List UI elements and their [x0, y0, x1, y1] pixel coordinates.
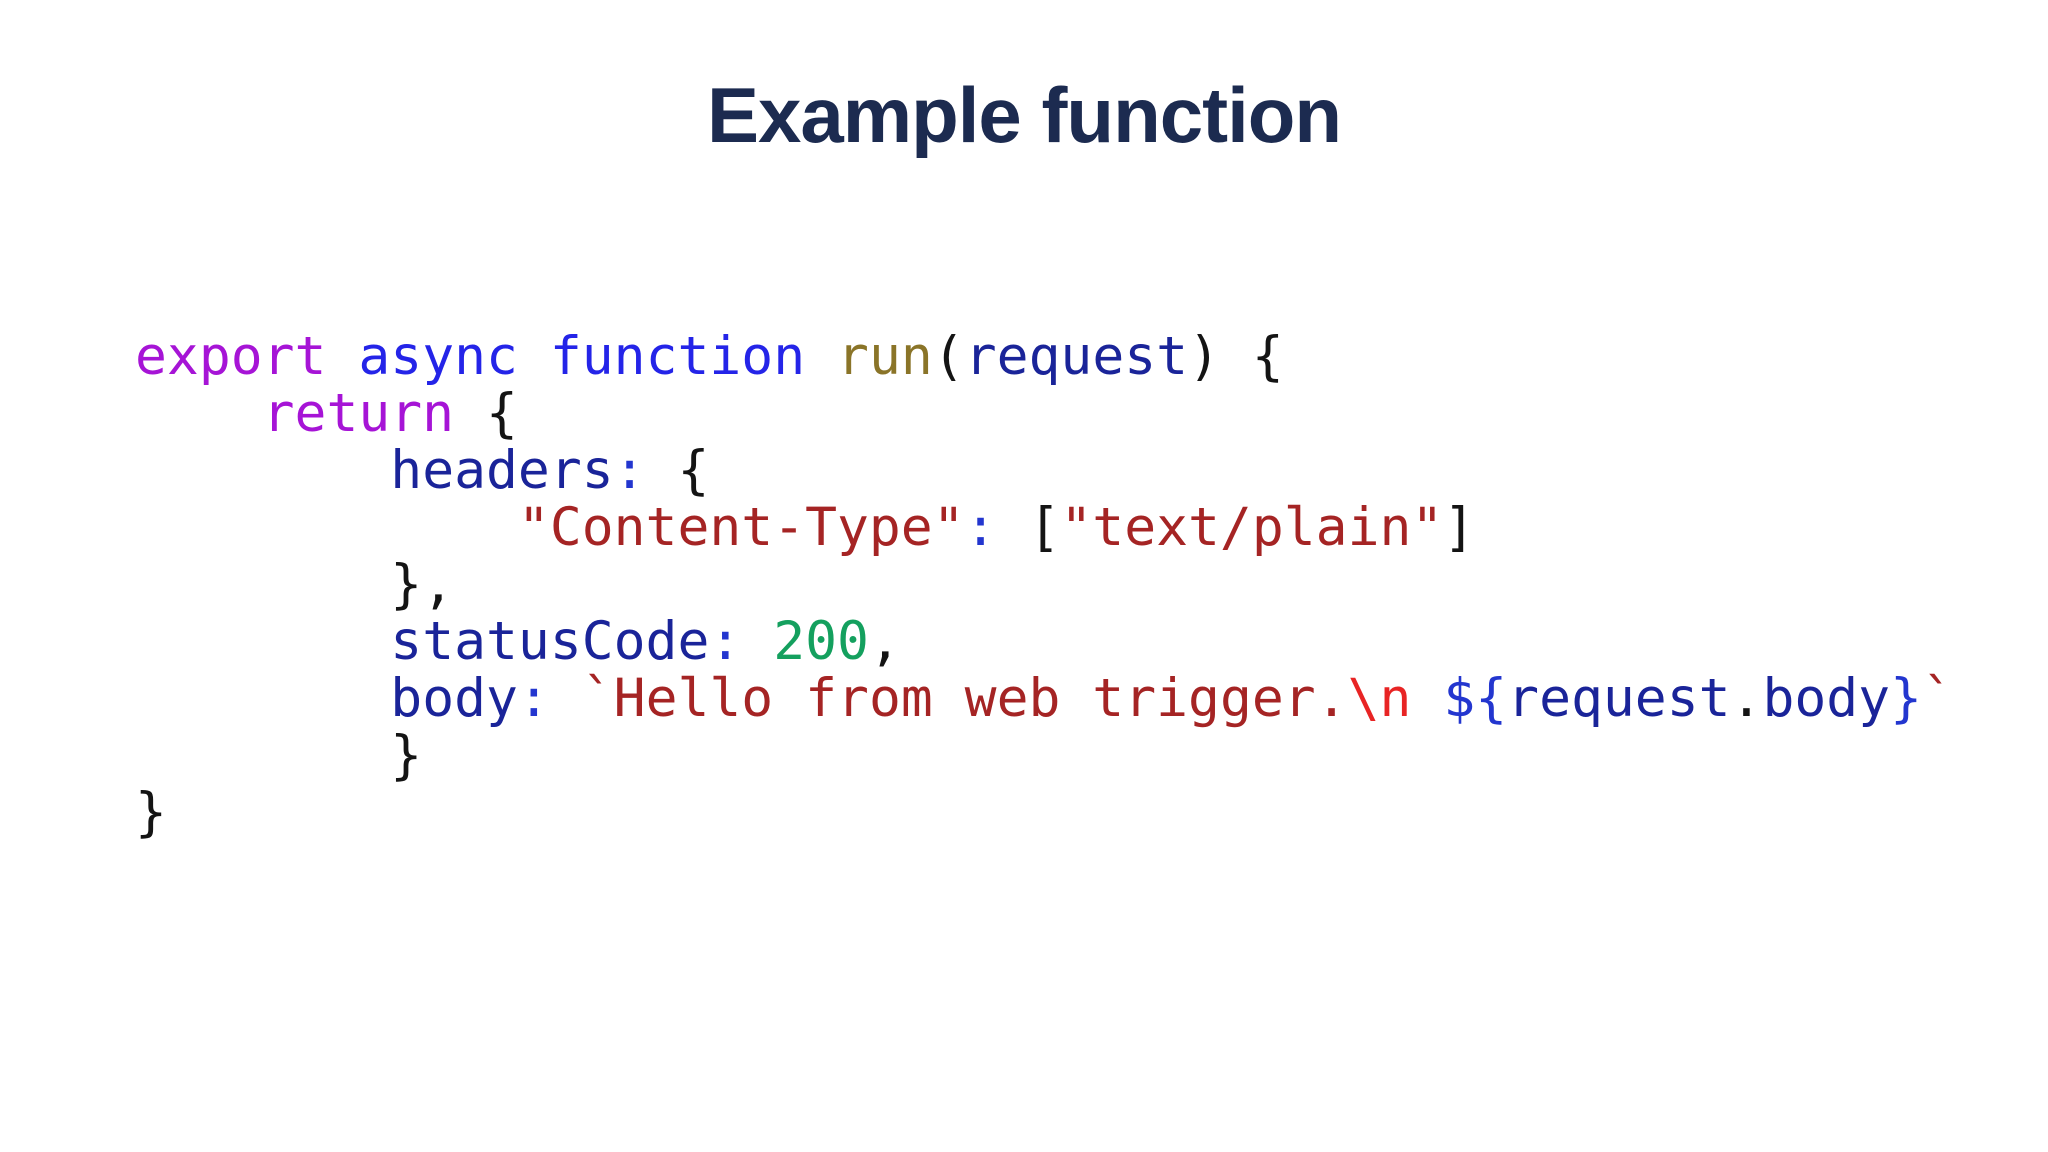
code-token-number: 200 — [773, 611, 869, 672]
code-token-identifier: request — [1507, 668, 1731, 729]
code-token-punctuation — [135, 440, 390, 501]
code-token-punctuation: , — [868, 611, 901, 672]
code-token-identifier: statusCode — [390, 611, 710, 672]
code-token-operator_blue: : — [613, 440, 646, 501]
code-line: statusCode: 200, — [135, 613, 1954, 670]
code-token-punctuation: ] — [1443, 497, 1476, 558]
code-token-punctuation: ( — [932, 326, 965, 387]
code-block: export async function run(request) { ret… — [135, 328, 1954, 841]
slide-title: Example function — [706, 71, 1342, 159]
code-token-punctuation — [326, 326, 358, 387]
code-token-identifier: request — [964, 326, 1189, 387]
code-line: }, — [135, 556, 1954, 613]
code-token-punctuation: }, — [135, 554, 455, 615]
code-token-function_name: run — [837, 326, 933, 387]
code-token-punctuation: } — [135, 782, 167, 843]
code-token-punctuation — [518, 326, 550, 387]
code-token-operator_blue: : — [517, 668, 550, 729]
code-token-punctuation — [135, 497, 518, 558]
code-token-punctuation — [805, 326, 837, 387]
code-token-keyword_purple: export — [135, 326, 327, 387]
code-token-punctuation — [741, 611, 773, 672]
code-line: headers: { — [135, 442, 1954, 499]
code-token-keyword_blue: function — [549, 326, 806, 387]
code-token-punctuation: ) { — [1188, 326, 1284, 387]
code-token-operator_blue: : — [964, 497, 997, 558]
code-token-punctuation: } — [135, 725, 423, 786]
code-token-identifier: body — [390, 668, 518, 729]
code-line: body: `Hello from web trigger.\n ${reque… — [135, 670, 1954, 727]
code-token-string — [1411, 668, 1443, 729]
code-line: } — [135, 727, 1954, 784]
code-token-operator_blue: : — [709, 611, 742, 672]
code-token-punctuation: . — [1730, 668, 1763, 729]
code-token-identifier: body — [1762, 668, 1891, 729]
code-token-string: ` — [1922, 668, 1954, 729]
code-token-punctuation: [ — [996, 497, 1061, 558]
code-token-punctuation — [135, 668, 390, 729]
code-token-punctuation: { — [454, 383, 518, 444]
code-token-escape: \n — [1347, 668, 1412, 729]
code-token-keyword_blue: async — [358, 326, 518, 387]
code-token-punctuation — [135, 611, 390, 672]
code-line: "Content-Type": ["text/plain"] — [135, 499, 1954, 556]
code-line: export async function run(request) { — [135, 328, 1954, 385]
code-token-operator_blue: } — [1890, 668, 1923, 729]
code-token-string: `Hello from web trigger. — [581, 668, 1348, 729]
code-token-identifier: headers — [390, 440, 614, 501]
code-line: } — [135, 784, 1954, 841]
code-line: return { — [135, 385, 1954, 442]
code-token-punctuation — [135, 383, 263, 444]
code-token-punctuation: { — [645, 440, 710, 501]
code-token-operator_blue: ${ — [1443, 668, 1508, 729]
code-token-punctuation — [550, 668, 582, 729]
code-token-keyword_purple: return — [262, 383, 455, 444]
code-token-string: "Content-Type" — [517, 497, 965, 558]
code-token-string: "text/plain" — [1060, 497, 1444, 558]
